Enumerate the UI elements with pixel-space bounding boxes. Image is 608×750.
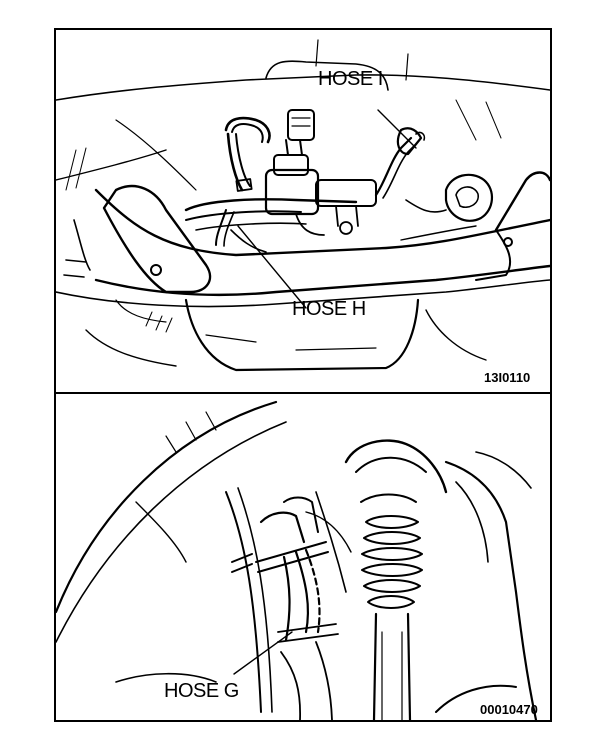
panel-divider: [56, 392, 550, 394]
bottom-view-drawing: [56, 400, 538, 720]
hose-h-label: HOSE H: [292, 298, 366, 320]
top-view-panel: HOSE I HOSE H 13I0110: [56, 30, 550, 392]
bottom-figure-code: 00010470: [480, 702, 538, 717]
hose-i-label: HOSE I: [318, 68, 383, 90]
figure-frame: HOSE I HOSE H 13I0110: [54, 28, 552, 722]
bottom-view-panel: HOSE G 00010470: [56, 392, 550, 720]
top-figure-code: 13I0110: [484, 370, 531, 385]
top-view-drawing: [56, 39, 550, 372]
hose-g-label: HOSE G: [164, 680, 239, 702]
